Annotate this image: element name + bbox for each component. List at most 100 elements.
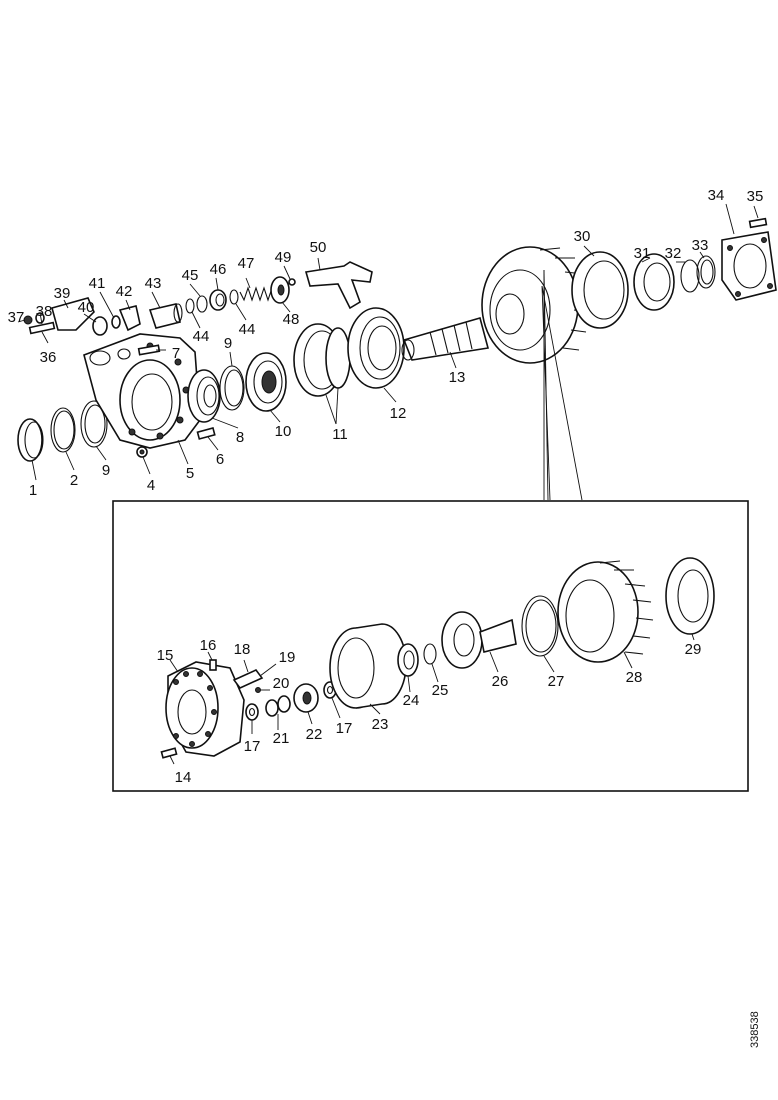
part-4-nut xyxy=(136,446,148,458)
callout-46: 46 xyxy=(210,261,227,278)
part-7-pin xyxy=(137,344,161,356)
part-10-gear xyxy=(245,352,287,412)
part-31-bearing xyxy=(633,253,675,311)
callout-43: 43 xyxy=(145,275,162,292)
callout-45: 45 xyxy=(182,267,199,284)
detail-frame xyxy=(112,500,749,792)
callout-21: 21 xyxy=(273,730,290,747)
part-23-ring-gear xyxy=(329,623,407,709)
part-16-pin xyxy=(209,659,217,671)
callout-12: 12 xyxy=(390,405,407,422)
part-6-bolt xyxy=(196,427,216,440)
callout-34: 34 xyxy=(708,187,725,204)
callout-38: 38 xyxy=(36,303,53,320)
callout-16: 16 xyxy=(200,637,217,654)
callout-5: 5 xyxy=(186,465,194,482)
callout-25: 25 xyxy=(432,682,449,699)
callout-15: 15 xyxy=(157,647,174,664)
callout-33: 33 xyxy=(692,237,709,254)
part-18-shaft xyxy=(232,669,264,689)
callout-2: 2 xyxy=(70,472,78,489)
part-20-needle xyxy=(255,687,261,693)
part-14-bolt xyxy=(160,747,178,759)
callout-39: 39 xyxy=(54,285,71,302)
callout-42: 42 xyxy=(116,283,133,300)
part-28-ring-gear xyxy=(557,560,654,663)
callout-31: 31 xyxy=(634,245,651,262)
part-41-washer xyxy=(111,315,121,329)
callout-4: 4 xyxy=(147,477,155,494)
part-35-screw xyxy=(748,217,768,229)
callout-27: 27 xyxy=(548,673,565,690)
part-36-bolt xyxy=(28,321,56,335)
part-40-bushing xyxy=(92,316,108,336)
part-2-snap-ring xyxy=(50,407,76,453)
callout-29: 29 xyxy=(685,641,702,658)
callout-24: 24 xyxy=(403,692,420,709)
part-17-washer-a xyxy=(245,703,259,721)
part-33-ring xyxy=(696,255,716,289)
callout-50: 50 xyxy=(310,239,327,256)
part-5-housing xyxy=(83,333,201,449)
part-27-snap-ring xyxy=(521,595,559,657)
part-48-bearing xyxy=(270,276,290,304)
part-9-ring-lower xyxy=(80,400,108,448)
part-45-ring xyxy=(196,295,208,313)
callout-9a: 9 xyxy=(102,462,110,479)
callout-17a: 17 xyxy=(244,738,261,755)
part-37-nut xyxy=(23,315,33,325)
callout-19: 19 xyxy=(279,649,296,666)
part-50-shift-fork xyxy=(304,261,373,310)
part-30-bearing xyxy=(571,251,629,329)
figure-number: 338538 xyxy=(749,1011,761,1048)
callout-36: 36 xyxy=(40,349,57,366)
part-8-bearing xyxy=(187,369,221,423)
leader-lines xyxy=(17,203,759,765)
part-1-ring xyxy=(17,418,44,462)
callout-20: 20 xyxy=(273,675,290,692)
callout-44a: 44 xyxy=(193,328,210,345)
callout-10: 10 xyxy=(275,423,292,440)
callout-44b: 44 xyxy=(239,321,256,338)
callout-49: 49 xyxy=(275,249,292,266)
callout-9b: 9 xyxy=(224,335,232,352)
callout-32: 32 xyxy=(665,245,682,262)
part-42-plate xyxy=(118,305,141,332)
part-49-pin xyxy=(288,278,296,286)
callout-13: 13 xyxy=(449,369,466,386)
part-25-ring xyxy=(423,643,437,665)
part-44-ring-a xyxy=(185,298,195,314)
callout-28: 28 xyxy=(626,669,643,686)
part-ring-gear-upper xyxy=(481,246,590,364)
callout-17b: 17 xyxy=(336,720,353,737)
callout-40: 40 xyxy=(78,299,95,316)
part-12-bearing xyxy=(347,307,405,389)
callout-23: 23 xyxy=(372,716,389,733)
detail-pointer xyxy=(541,285,583,501)
part-46-piston xyxy=(209,289,227,311)
part-24-bearing xyxy=(397,643,419,677)
part-34-cover xyxy=(721,231,777,301)
part-26-sun-shaft xyxy=(441,611,517,669)
callout-35: 35 xyxy=(747,188,764,205)
callout-48: 48 xyxy=(283,311,300,328)
callout-labels: 1 2 9 4 5 6 7 8 9 10 11 12 13 36 37 38 3… xyxy=(8,187,764,786)
part-21-bearing xyxy=(265,695,291,717)
callout-41: 41 xyxy=(89,275,106,292)
part-11-synchro-rings xyxy=(293,323,351,397)
callout-1: 1 xyxy=(29,482,37,499)
part-32-ring xyxy=(680,259,700,293)
callout-26: 26 xyxy=(492,673,509,690)
callout-22: 22 xyxy=(306,726,323,743)
part-39-cover xyxy=(51,297,95,331)
part-15-carrier xyxy=(165,661,245,757)
callout-11: 11 xyxy=(332,426,348,443)
callout-47: 47 xyxy=(238,255,255,272)
part-47-spring xyxy=(239,286,277,302)
callout-8: 8 xyxy=(236,429,244,446)
part-44-ring-b xyxy=(229,289,239,305)
callout-37: 37 xyxy=(8,309,25,326)
callout-7: 7 xyxy=(172,345,180,362)
part-13-shaft xyxy=(401,317,490,361)
